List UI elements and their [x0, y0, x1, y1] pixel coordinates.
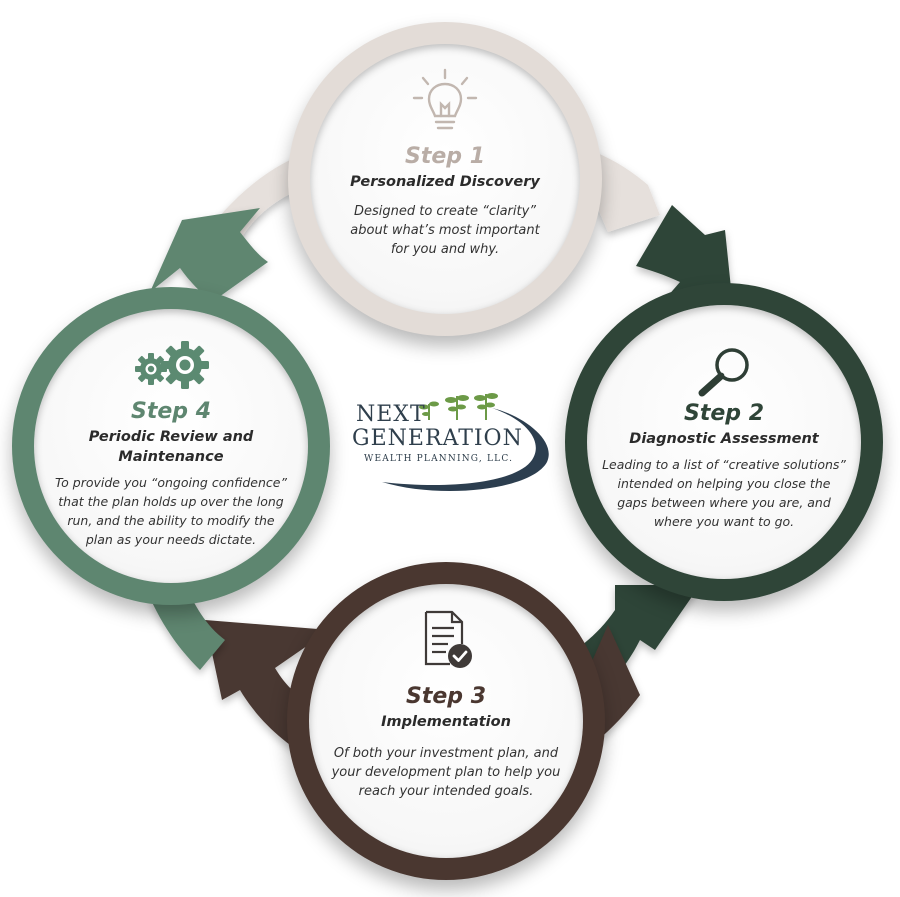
sprout-icons	[419, 393, 498, 420]
document-check-icon	[424, 610, 472, 668]
logo-text-wealth-planning: WEALTH PLANNING, LLC.	[364, 454, 514, 464]
logo-text-next: NEXT	[356, 402, 426, 427]
lightbulb-icon	[412, 68, 478, 130]
step-3-description: Of both your investment plan, and your d…	[332, 744, 561, 801]
arrow-to-step-4	[150, 585, 225, 670]
step-2-description-line: where you want to go.	[653, 514, 795, 529]
step-2-card: Step 2 Diagnostic Assessment Leading to …	[587, 305, 861, 579]
step-2-description-line: intended on helping you close the	[617, 476, 831, 491]
step-2-description-line: Leading to a list of “creative solutions…	[602, 457, 846, 472]
step-3-subtitle: Implementation	[381, 714, 511, 730]
company-logo: NEXT GENERATION WEALTH PLANNING, LLC.	[352, 390, 552, 500]
step-2-subtitle: Diagnostic Assessment	[629, 431, 819, 447]
step-4-description: To provide you “ongoing confidence” that…	[55, 473, 287, 549]
step-3-description-line: your development plan to help you	[331, 765, 561, 780]
step-2-title: Step 2	[684, 401, 764, 426]
step-3-description-line: Of both your investment plan, and	[333, 746, 559, 761]
gears-icon	[135, 341, 209, 389]
step-3-title: Step 3	[406, 684, 486, 709]
step-4-title: Step 4	[131, 399, 211, 424]
arrow-from-step-4	[150, 208, 268, 302]
step-1-description: Designed to create “clarity” about what’…	[350, 202, 539, 259]
arrow-to-step-2	[636, 205, 732, 305]
step-2-description: Leading to a list of “creative solutions…	[602, 455, 846, 531]
step-4-description-line: run, and the ability to modify the	[67, 513, 275, 528]
step-4-description-line: To provide you “ongoing confidence”	[55, 475, 287, 490]
step-1-subtitle: Personalized Discovery	[350, 174, 540, 190]
step-4-description-line: plan as your needs dictate.	[85, 532, 257, 547]
step-1-description-line: for you and why.	[390, 242, 500, 257]
step-3-card: Step 3 Implementation Of both your inves…	[309, 584, 583, 858]
step-4-description-line: that the plan holds up over the long	[58, 494, 284, 509]
step-3-ring: Step 3 Implementation Of both your inves…	[287, 562, 605, 880]
magnifier-icon	[698, 348, 749, 397]
step-4-subtitle: Periodic Review and Maintenance	[88, 429, 254, 465]
step-1-title: Step 1	[405, 144, 485, 169]
step-3-description-line: reach your intended goals.	[358, 784, 534, 799]
step-4-ring: Step 4 Periodic Review and Maintenance T…	[12, 287, 330, 605]
step-1-description-line: Designed to create “clarity”	[353, 204, 537, 219]
step-2-description-line: gaps between where you are, and	[617, 495, 831, 510]
step-1-description-line: about what’s most important	[350, 223, 540, 238]
logo-swoosh	[382, 393, 549, 492]
logo-text-generation: GENERATION	[352, 426, 523, 451]
step-1-ring: Step 1 Personalized Discovery Designed t…	[288, 22, 602, 336]
arrow-from-step-1	[590, 150, 660, 232]
step-2-ring: Step 2 Diagnostic Assessment Leading to …	[565, 283, 883, 601]
step-4-card: Step 4 Periodic Review and Maintenance T…	[34, 309, 308, 583]
step-1-card: Step 1 Personalized Discovery Designed t…	[310, 44, 580, 314]
